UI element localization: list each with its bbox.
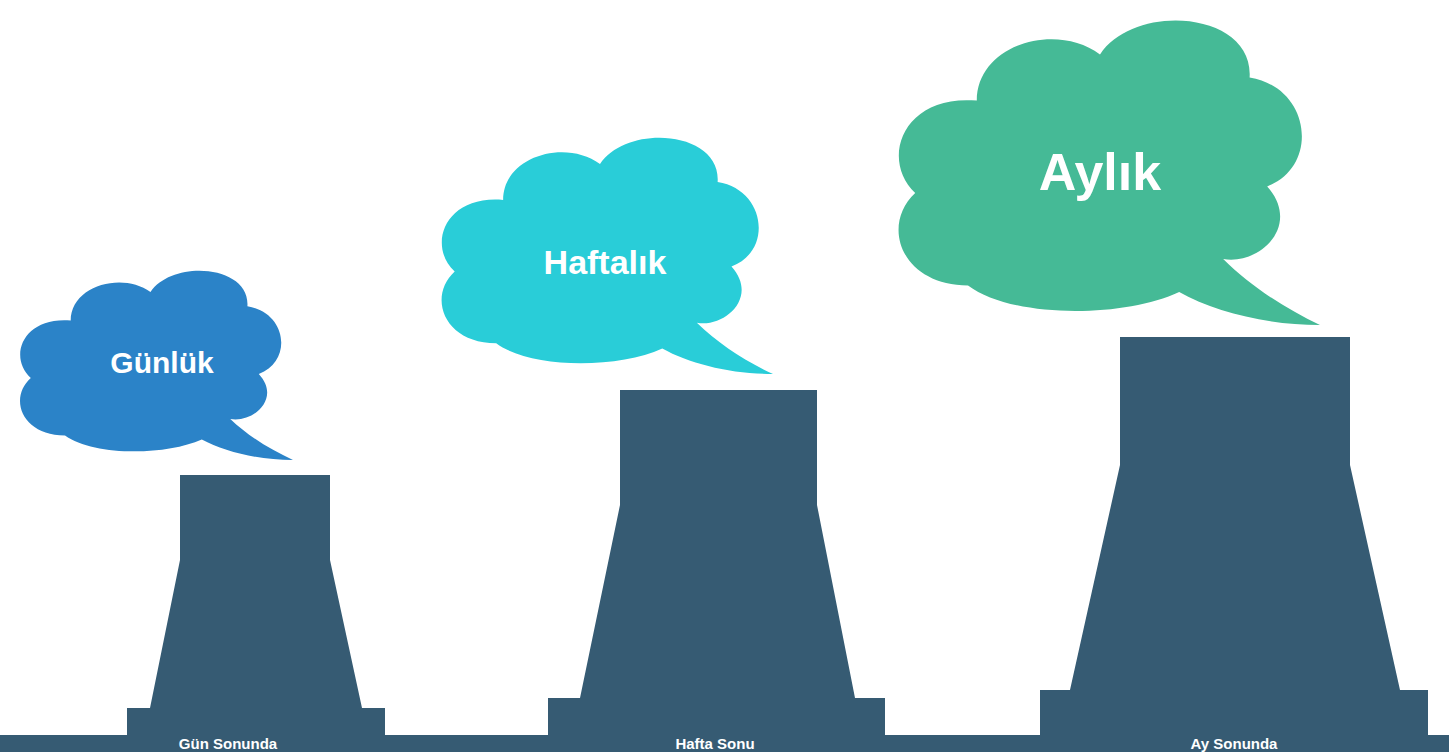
cloud-label: Haftalık [405,242,805,283]
cloud-outline [899,21,1320,325]
tower-shape [1040,337,1428,752]
tower-label: Gün Sonunda [78,735,378,752]
cooling-tower: Gün Sonunda [127,475,385,752]
cooling-tower: Hafta Sonu [548,390,885,752]
cloud-bubble: Haftalık [427,118,773,374]
cloud-label: Günlük [0,345,362,381]
cloud-bubble: Aylık [880,0,1320,325]
tower-label: Hafta Sonu [565,735,865,752]
tower-shape [548,390,885,752]
tower-outline [548,390,885,735]
cloud-label: Aylık [900,141,1300,203]
tower-outline [127,475,385,735]
tower-outline [1040,337,1428,735]
cooling-tower: Ay Sonunda [1040,337,1428,752]
tower-label: Ay Sonunda [1084,735,1384,752]
ground-band [0,735,1449,752]
tower-shape [127,475,385,752]
cloud-bubble: Günlük [8,255,293,460]
